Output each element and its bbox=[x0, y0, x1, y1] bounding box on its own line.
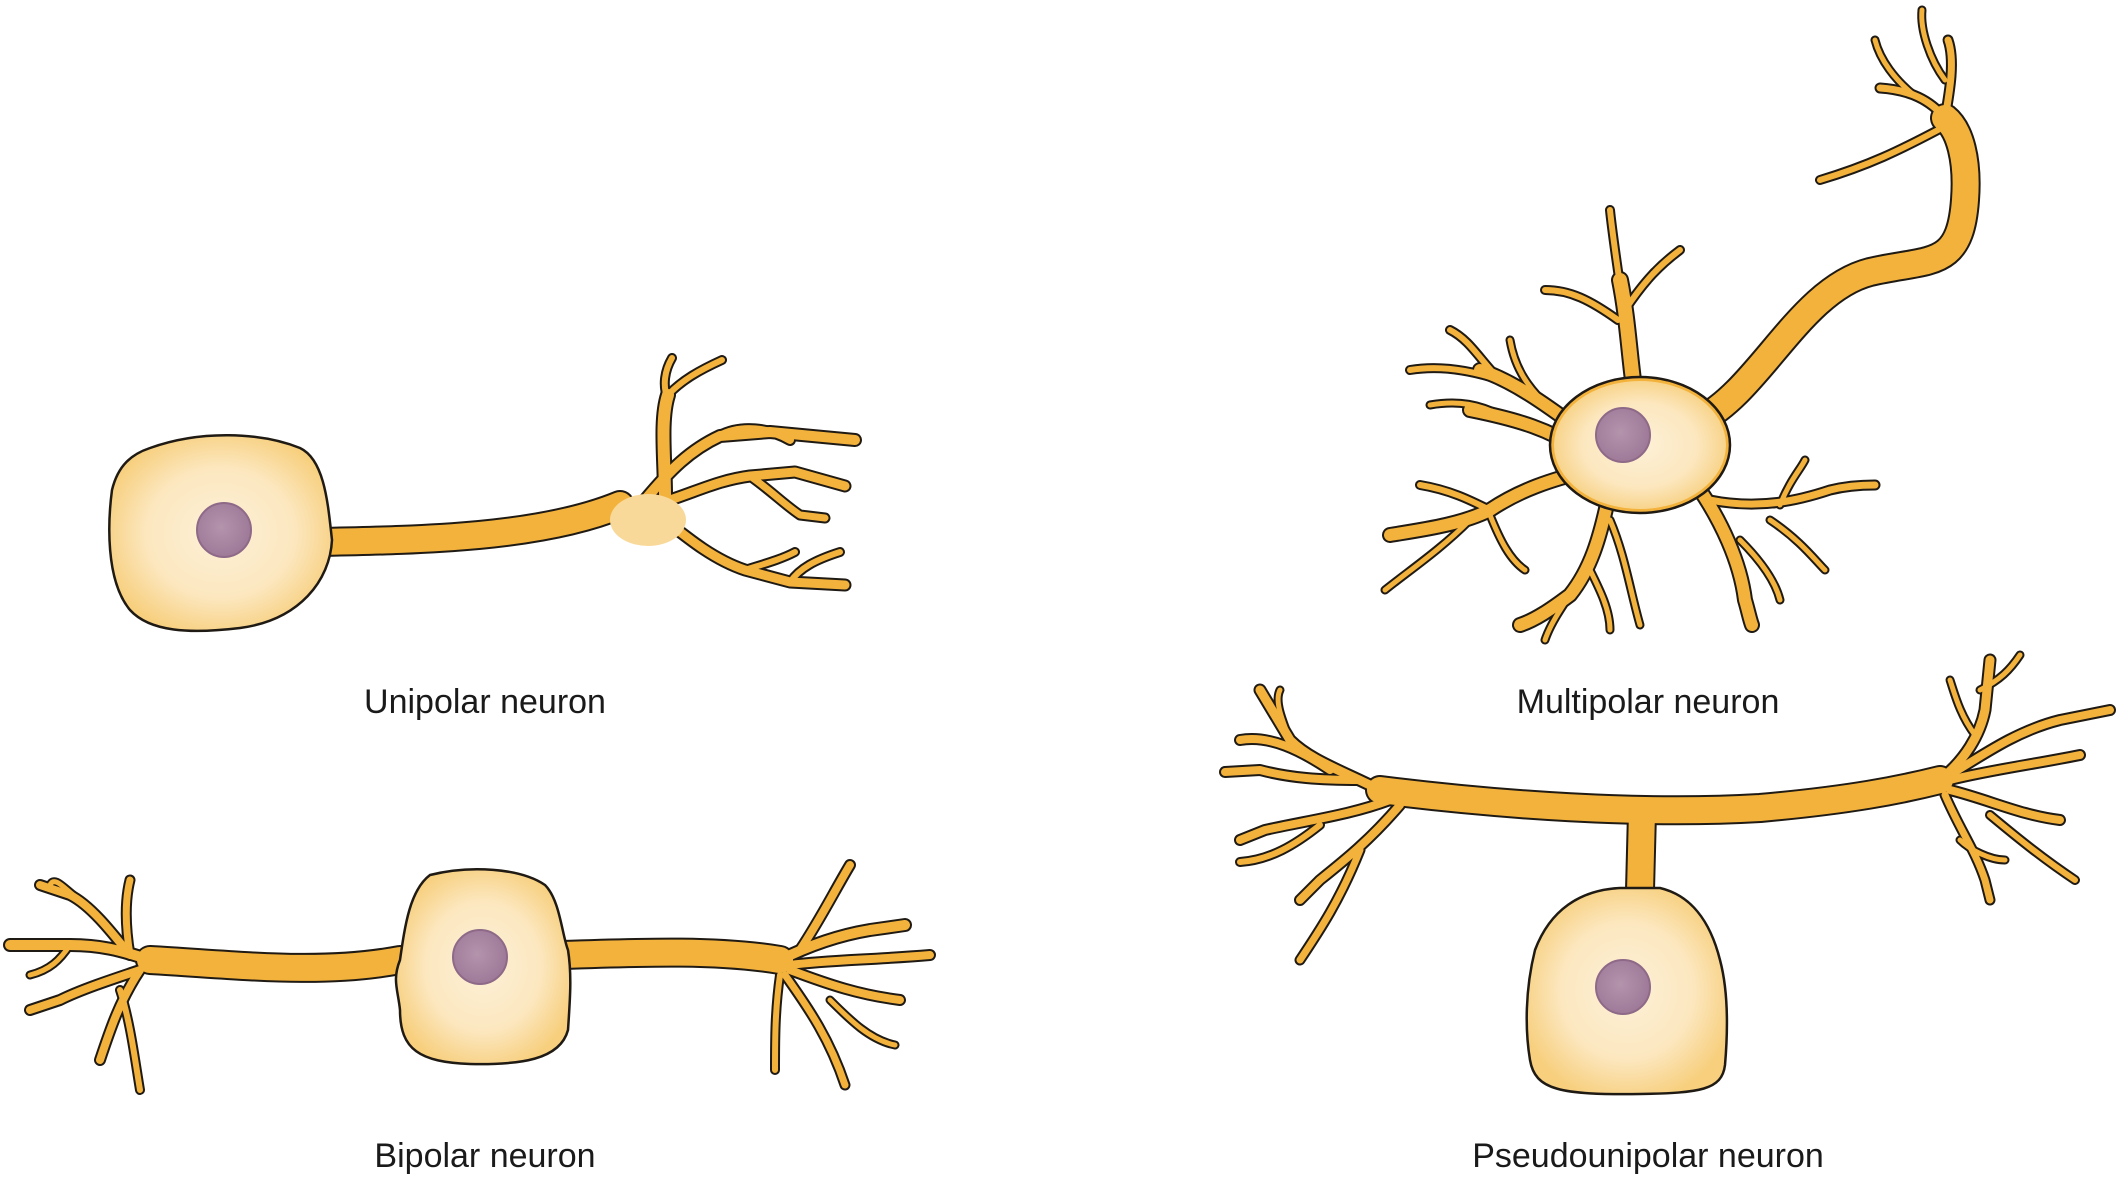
unipolar-axon-hillock bbox=[610, 494, 686, 546]
pseudounipolar-neuron bbox=[1219, 650, 2116, 1096]
multipolar-label: Multipolar neuron bbox=[1516, 683, 1780, 721]
multipolar-branches-outline bbox=[1380, 5, 1981, 645]
unipolar-neuron bbox=[108, 353, 862, 633]
unipolar-branches-fill bbox=[307, 355, 860, 590]
unipolar-nucleus bbox=[196, 502, 252, 558]
pseudounipolar-label: Pseudounipolar neuron bbox=[1472, 1137, 1824, 1175]
bipolar-label: Bipolar neuron bbox=[374, 1137, 596, 1175]
pseudounipolar-branches-fill bbox=[1221, 652, 2114, 964]
bipolar-nucleus bbox=[452, 929, 508, 985]
multipolar-neuron bbox=[1380, 5, 1981, 645]
multipolar-nucleus bbox=[1595, 407, 1651, 463]
multipolar-branches-fill bbox=[1382, 7, 1979, 643]
unipolar-label: Unipolar neuron bbox=[364, 683, 606, 721]
bipolar-branches-fill bbox=[5, 861, 934, 1093]
bipolar-neuron bbox=[3, 859, 936, 1095]
pseudounipolar-nucleus bbox=[1595, 959, 1651, 1015]
